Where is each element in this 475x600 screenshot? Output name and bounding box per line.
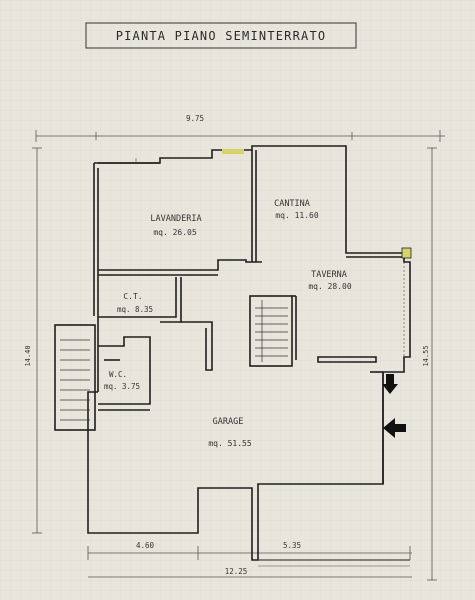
- stair-treads: [60, 300, 288, 421]
- room-area-ct: mq. 8.35: [117, 305, 153, 314]
- garage-entry-arrow-icon: [383, 418, 406, 438]
- room-area-lavanderia: mq. 26.05: [153, 228, 197, 237]
- room-area-wc: mq. 3.75: [104, 382, 140, 391]
- openings: [135, 158, 410, 567]
- room-name-ct: C.T.: [123, 292, 142, 301]
- window-accent-top: [222, 149, 244, 154]
- dimension-lines: [32, 130, 445, 581]
- dimension-bottom-left: 4.60: [136, 541, 155, 550]
- dimension-left: 14.40: [24, 345, 32, 366]
- room-labels: LAVANDERIA mq. 26.05 CANTINA mq. 11.60 T…: [104, 199, 352, 448]
- room-name-garage: GARAGE: [213, 417, 244, 427]
- dimension-bottom-right: 5.35: [283, 541, 301, 550]
- room-area-garage: mq. 51.55: [208, 439, 252, 448]
- dimension-right: 14.55: [422, 345, 430, 366]
- room-area-taverna: mq. 28.00: [308, 282, 352, 291]
- dimension-labels: 9.75 14.40 14.55 4.60 5.35 12.25: [24, 114, 430, 576]
- window-accent-right: [401, 247, 412, 259]
- room-area-cantina: mq. 11.60: [275, 211, 319, 220]
- dimension-bottom-total: 12.25: [225, 567, 248, 576]
- dimension-top: 9.75: [186, 114, 204, 123]
- entry-arrow-icon: [382, 374, 398, 394]
- plan-title: PIANTA PIANO SEMINTERRATO: [116, 29, 327, 43]
- room-name-cantina: CANTINA: [274, 199, 310, 209]
- room-name-lavanderia: LAVANDERIA: [150, 214, 201, 224]
- room-name-taverna: TAVERNA: [311, 270, 347, 280]
- title-block: PIANTA PIANO SEMINTERRATO: [85, 22, 357, 49]
- room-name-wc: W.C.: [109, 370, 127, 379]
